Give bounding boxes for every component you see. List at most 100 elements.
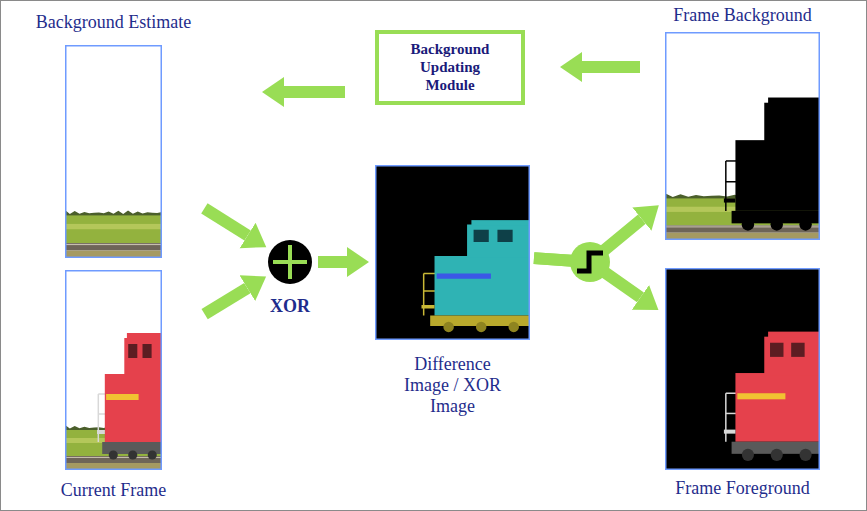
panel-caption: Frame Background — [673, 5, 811, 26]
field — [65, 215, 162, 243]
train-wheel — [742, 218, 754, 230]
caption-holder: Difference Image / XOR Image — [398, 354, 508, 417]
black-ground — [665, 268, 820, 470]
flow-arrow — [204, 208, 247, 235]
train-window — [791, 109, 804, 124]
image-border — [66, 46, 162, 258]
image-panel: Frame Foreground — [665, 268, 820, 470]
train-stripe — [737, 161, 785, 167]
xor-disc — [268, 240, 312, 284]
train-wheel — [443, 322, 454, 333]
xor-cross — [273, 260, 307, 264]
scene-illustration — [65, 270, 162, 470]
image-panel: Background Estimate — [65, 45, 162, 258]
box-label: Background Updating Module — [403, 40, 498, 94]
train-body — [735, 373, 820, 442]
image-border — [66, 271, 162, 470]
caption-holder: Background Estimate — [36, 12, 191, 33]
image-panel: Current Frame — [65, 270, 162, 470]
scene-illustration — [665, 32, 820, 240]
train-wheel — [799, 218, 811, 230]
train-roof — [768, 98, 820, 104]
train-wheel — [771, 449, 783, 461]
track-bed — [65, 243, 162, 250]
train-rail — [423, 274, 425, 316]
train-stripe — [737, 393, 785, 399]
train-wheel — [148, 450, 157, 459]
flow-arrow — [318, 256, 347, 268]
panel-caption: Frame Foreground — [675, 478, 809, 499]
image-border — [376, 166, 530, 340]
train-wheel — [109, 450, 118, 459]
train-wheel — [771, 218, 783, 230]
panel-image — [65, 270, 162, 470]
image-border — [666, 269, 820, 470]
sky — [65, 45, 162, 258]
train-window — [791, 343, 804, 357]
train-cab — [764, 337, 820, 375]
panel-image — [65, 45, 162, 258]
train-body — [735, 140, 820, 211]
train-rail — [98, 394, 100, 442]
scene-illustration — [665, 268, 820, 470]
train-window — [770, 109, 783, 124]
train-roof — [127, 333, 162, 339]
train-wheel — [800, 449, 812, 461]
train-wheel — [476, 322, 487, 333]
train-step — [724, 198, 736, 202]
rail — [65, 244, 162, 245]
train-stripe — [106, 394, 138, 400]
panel-caption: Background Estimate — [36, 12, 191, 33]
train-window — [128, 344, 137, 358]
train-rail — [725, 393, 727, 441]
black-ground — [375, 165, 530, 340]
train-roof — [471, 220, 530, 225]
process-box: Background Updating Module — [375, 30, 525, 105]
caption-holder: XOR — [270, 296, 310, 317]
train-step — [422, 305, 435, 309]
train-wheel — [742, 449, 754, 461]
train-wheel — [128, 450, 137, 459]
caption-holder: Frame Background — [673, 5, 811, 26]
train-step — [724, 430, 736, 434]
panel-caption: Difference Image / XOR Image — [398, 354, 508, 417]
flow-arrow — [284, 86, 345, 98]
train-body — [105, 374, 162, 442]
train-stripe — [437, 274, 491, 279]
sky — [65, 270, 162, 470]
image-panel: Frame Background — [665, 32, 820, 240]
sky — [665, 32, 820, 240]
caption-holder: Current Frame — [61, 480, 166, 501]
threshold-step — [577, 253, 603, 271]
train-roof — [768, 332, 820, 338]
panel-caption: Current Frame — [61, 480, 166, 501]
train-rail — [725, 161, 727, 211]
scene-illustration — [375, 165, 530, 340]
image-border — [666, 33, 820, 240]
threshold-symbol — [570, 242, 610, 282]
train-window — [497, 230, 512, 242]
train-window — [770, 343, 783, 357]
train-body — [435, 256, 530, 316]
train-window — [474, 230, 489, 242]
train-wheel — [508, 322, 518, 333]
flow-arrow — [205, 288, 248, 314]
flow-arrow — [582, 61, 640, 73]
train-cab — [467, 225, 530, 258]
train-cab — [764, 103, 820, 143]
train-step — [97, 430, 105, 434]
operator-label: XOR — [270, 296, 310, 317]
panel-image — [665, 268, 820, 470]
field-strip — [65, 224, 162, 229]
xor-symbol — [268, 240, 312, 284]
caption-holder: Frame Foreground — [675, 478, 809, 499]
train-window — [143, 344, 152, 358]
train-cab — [124, 338, 162, 376]
scene-illustration — [65, 45, 162, 258]
panel-image — [375, 165, 530, 340]
operator-circle: XOR — [268, 240, 312, 284]
image-panel: Difference Image / XOR Image — [375, 165, 530, 340]
panel-image — [665, 32, 820, 240]
